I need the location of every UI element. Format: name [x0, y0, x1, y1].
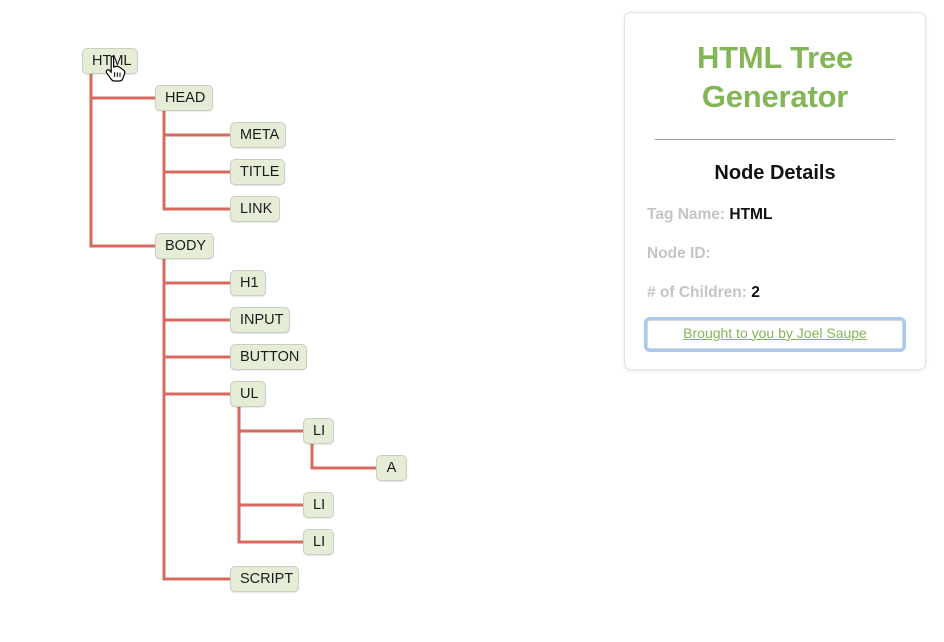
tree-node-label: LI	[313, 497, 326, 513]
tree-node-title[interactable]: TITLE	[230, 159, 285, 185]
detail-label: Tag Name:	[647, 205, 726, 223]
tree-node-button[interactable]: BUTTON	[230, 344, 307, 370]
detail-value: 2	[746, 283, 760, 301]
tree-node-html[interactable]: HTML	[82, 48, 138, 74]
tree-node-label: BODY	[165, 238, 207, 254]
tree-node-label: SCRIPT	[240, 571, 294, 587]
detail-rows: Tag Name: HTML Node ID: # of Children: 2	[647, 206, 903, 302]
tree-node-label: HTML	[92, 53, 132, 69]
tree-edge-head-title	[162, 111, 230, 174]
tree-edge-ul-li1	[237, 407, 303, 433]
tree-node-link[interactable]: LINK	[230, 196, 280, 222]
tree-node-h1[interactable]: H1	[230, 270, 266, 296]
detail-row: # of Children: 2	[647, 284, 903, 302]
tree-edge-body-ul	[162, 259, 230, 396]
credit-link-box[interactable]: Brought to you by Joel Saupe	[644, 316, 906, 352]
detail-value: HTML	[725, 205, 773, 223]
tree-edge-body-h1	[162, 259, 230, 285]
tree-node-body[interactable]: BODY	[155, 233, 214, 259]
tree-connector-lines	[89, 74, 376, 581]
tree-node-li1[interactable]: LI	[303, 418, 334, 444]
section-title: Node Details	[714, 161, 836, 184]
tree-node-label: TITLE	[240, 164, 280, 180]
tree-node-li2[interactable]: LI	[303, 492, 334, 518]
tree-node-label: UL	[240, 386, 259, 402]
tree-node-label: LI	[313, 534, 326, 550]
tree-edge-body-button	[162, 259, 230, 359]
credit-link[interactable]: Brought to you by Joel Saupe	[683, 324, 867, 341]
tree-edge-head-link	[162, 111, 230, 211]
tree-edge-body-script	[162, 259, 230, 581]
tree-edge-ul-li3	[237, 407, 303, 544]
tree-node-label: BUTTON	[240, 349, 300, 365]
tree-edge-html-head	[89, 74, 155, 100]
tree-node-input[interactable]: INPUT	[230, 307, 290, 333]
tree-node-ul[interactable]: UL	[230, 381, 266, 407]
tree-node-li3[interactable]: LI	[303, 529, 334, 555]
tree-edge-ul-li2	[237, 407, 303, 507]
tree-edge-head-meta	[162, 111, 230, 137]
detail-row: Node ID:	[647, 245, 903, 263]
tree-node-label: META	[240, 127, 280, 143]
node-details-panel: HTML Tree Generator Node Details Tag Nam…	[624, 12, 926, 370]
tree-edge-li1-a	[310, 444, 376, 470]
tree-node-script[interactable]: SCRIPT	[230, 566, 299, 592]
detail-label: Node ID:	[647, 244, 711, 262]
tree-node-label: H1	[240, 275, 259, 291]
tree-node-a[interactable]: A	[376, 455, 407, 481]
tree-node-label: HEAD	[165, 90, 206, 106]
tree-node-label: LINK	[240, 201, 273, 217]
tree-node-label: LI	[313, 423, 326, 439]
page-title: HTML Tree Generator	[696, 40, 854, 114]
panel-divider	[655, 138, 895, 140]
tree-node-label: INPUT	[240, 312, 284, 328]
detail-row: Tag Name: HTML	[647, 206, 903, 224]
tree-edge-body-input	[162, 259, 230, 322]
detail-label: # of Children:	[647, 283, 747, 301]
tree-edge-html-body	[89, 74, 155, 248]
tree-node-meta[interactable]: META	[230, 122, 286, 148]
tree-node-head[interactable]: HEAD	[155, 85, 213, 111]
tree-node-label: A	[386, 460, 397, 476]
